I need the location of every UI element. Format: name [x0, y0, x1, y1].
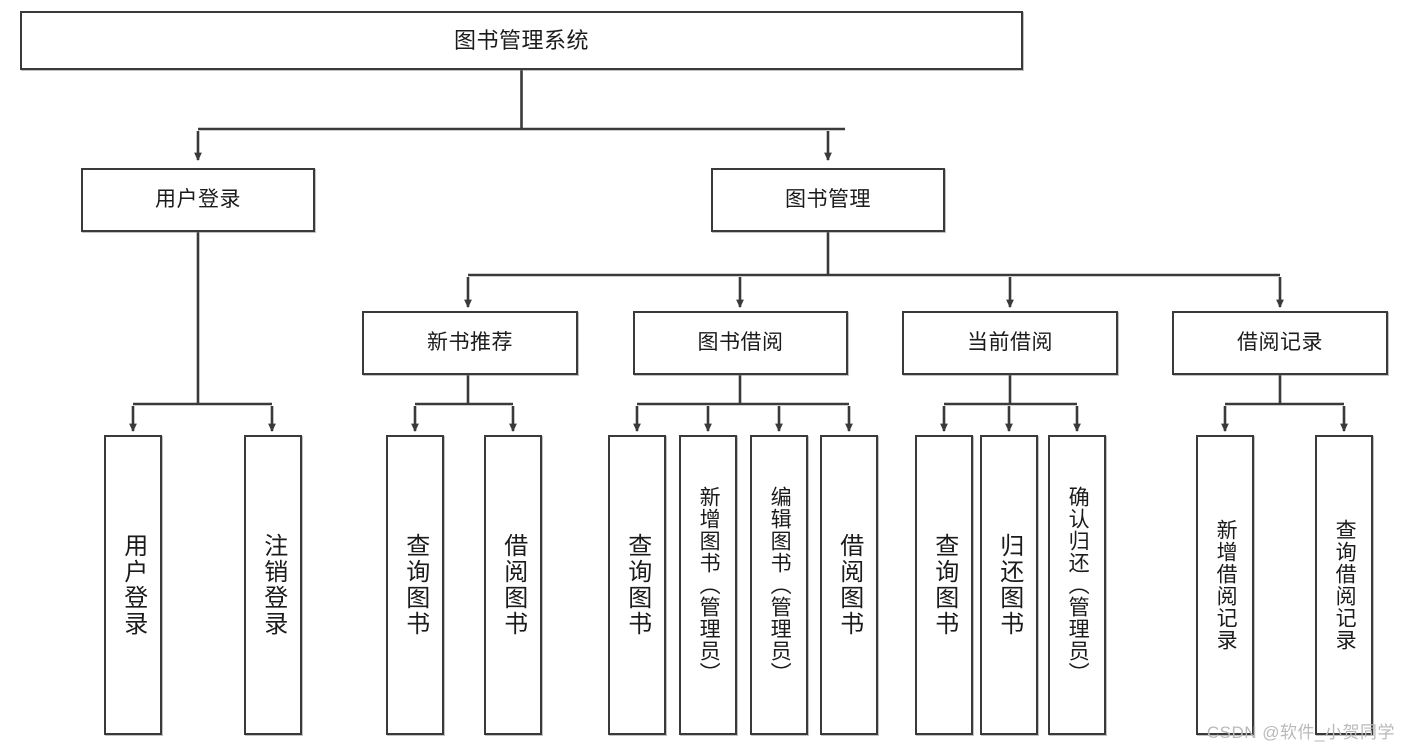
node-label: 注销登录: [259, 533, 287, 637]
leaf-borrow-record-add[interactable]: 新增借阅记录: [1196, 435, 1254, 735]
leaf-book-borrow-edit[interactable]: 编辑图书（管理员）: [750, 435, 808, 735]
leaf-user-login-login[interactable]: 用户登录: [104, 435, 162, 735]
leaf-current-borrow-return[interactable]: 归还图书: [980, 435, 1038, 735]
leaf-current-borrow-confirm-return[interactable]: 确认归还（管理员）: [1048, 435, 1106, 735]
leaf-new-book-query[interactable]: 查询图书: [386, 435, 444, 735]
leaf-new-book-borrow[interactable]: 借阅图书: [484, 435, 542, 735]
watermark: CSDN @软件_小贺同学: [1206, 723, 1395, 742]
node-label: 查询图书: [930, 533, 958, 637]
node-label: 图书管理: [785, 187, 871, 211]
leaf-book-borrow-add[interactable]: 新增图书（管理员）: [679, 435, 737, 735]
node-label: 借阅记录: [1237, 330, 1323, 354]
node-root-system[interactable]: 图书管理系统: [20, 11, 1023, 70]
node-book-management[interactable]: 图书管理: [711, 168, 945, 232]
node-label: 借阅图书: [835, 533, 863, 637]
leaf-borrow-record-query[interactable]: 查询借阅记录: [1315, 435, 1373, 735]
node-label: 归还图书: [995, 533, 1023, 637]
node-label: 新增图书（管理员）: [697, 486, 721, 684]
node-label: 图书管理系统: [453, 27, 589, 53]
node-label: 查询图书: [623, 533, 651, 637]
node-label: 用户登录: [155, 187, 241, 211]
node-user-login[interactable]: 用户登录: [81, 168, 315, 232]
node-current-borrow[interactable]: 当前借阅: [902, 311, 1118, 375]
node-label: 新增借阅记录: [1214, 519, 1238, 651]
node-label: 新书推荐: [427, 330, 513, 354]
leaf-current-borrow-query[interactable]: 查询图书: [915, 435, 973, 735]
node-label: 借阅图书: [499, 533, 527, 637]
node-label: 查询借阅记录: [1333, 519, 1357, 651]
node-borrow-record[interactable]: 借阅记录: [1172, 311, 1388, 375]
node-label: 图书借阅: [697, 330, 784, 354]
node-book-borrow[interactable]: 图书借阅: [633, 311, 848, 375]
node-label: 查询图书: [401, 533, 429, 637]
node-label: 当前借阅: [967, 330, 1053, 354]
leaf-book-borrow-query[interactable]: 查询图书: [608, 435, 666, 735]
node-label: 编辑图书（管理员）: [768, 486, 792, 684]
node-label: 用户登录: [119, 533, 147, 637]
leaf-book-borrow-lend[interactable]: 借阅图书: [820, 435, 878, 735]
node-label: 确认归还（管理员）: [1066, 486, 1090, 684]
node-new-book-recommend[interactable]: 新书推荐: [362, 311, 578, 375]
leaf-user-login-logout[interactable]: 注销登录: [244, 435, 302, 735]
